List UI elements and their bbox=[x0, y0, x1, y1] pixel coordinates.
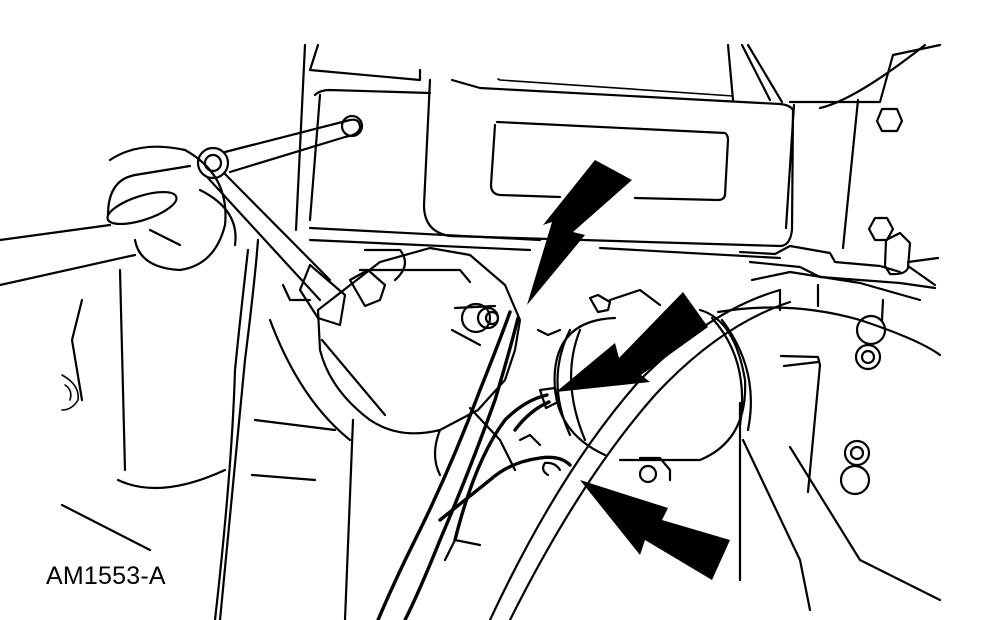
callout-arrow-1 bbox=[527, 160, 632, 305]
washer-outer-lower bbox=[843, 439, 871, 467]
clamp-bolt bbox=[638, 464, 658, 484]
rod-eye bbox=[196, 146, 230, 180]
bolt-head bbox=[855, 314, 887, 346]
frame-rail bbox=[716, 43, 942, 612]
rod-eye-inner bbox=[203, 153, 223, 173]
small-nut bbox=[588, 293, 612, 314]
starter-solenoid bbox=[316, 246, 522, 477]
cable bbox=[488, 288, 792, 620]
terminal-boss bbox=[460, 302, 492, 334]
washer-inner-lower bbox=[849, 445, 865, 461]
washer-inner bbox=[860, 349, 876, 365]
callout-arrow-2 bbox=[556, 292, 708, 392]
callout-arrow-3 bbox=[580, 480, 730, 580]
washer-outer bbox=[854, 343, 882, 371]
hex-bolt-upper bbox=[875, 107, 904, 133]
figure-id-label: AM1553-A bbox=[46, 562, 166, 590]
rod-end-eye bbox=[340, 114, 364, 138]
hose-clamp bbox=[0, 145, 355, 620]
mounting-bracket bbox=[294, 43, 795, 260]
hex-bolt-middle bbox=[867, 216, 895, 242]
terminal-stud-inner bbox=[484, 310, 500, 326]
wiring-harness bbox=[376, 310, 572, 620]
spring-clip bbox=[106, 190, 178, 226]
bolt-head-lower bbox=[839, 464, 871, 496]
link-rod bbox=[196, 114, 407, 442]
